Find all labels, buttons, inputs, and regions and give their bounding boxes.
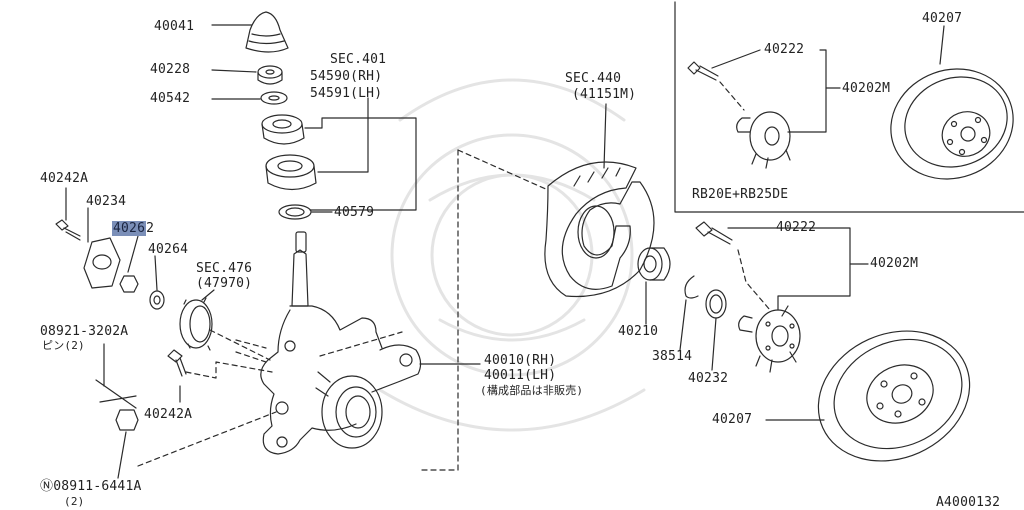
part-pin [95, 379, 137, 409]
label-40222-inset[interactable]: 40222 [764, 42, 805, 57]
label-40542[interactable]: 40542 [150, 91, 191, 106]
label-40228[interactable]: 40228 [150, 62, 191, 77]
label-38514[interactable]: 38514 [652, 349, 693, 364]
label-40262-highlight: 4026 [112, 221, 147, 236]
part-40232-seal [705, 289, 727, 319]
label-40579[interactable]: 40579 [334, 205, 375, 220]
label-40210[interactable]: 40210 [618, 324, 659, 339]
part-outer-bearing [261, 114, 305, 145]
inset-bolt-40222 [687, 61, 719, 81]
label-40242a-bottom[interactable]: 40242A [144, 407, 193, 422]
part-40264-washer [149, 290, 165, 310]
part-08911-nut [115, 409, 139, 431]
part-40234-bracket [83, 237, 121, 289]
inset-hub-40202m [736, 111, 791, 169]
label-pin-qty: ピン(2) [42, 339, 85, 352]
inset-caption: RB20E+RB25DE [692, 187, 789, 202]
part-40242a-bolt-lower [167, 349, 187, 377]
part-38514-snap-ring [684, 275, 699, 299]
part-40202m-hub [738, 305, 801, 373]
part-40262-nut [119, 275, 139, 293]
label-jp-note: (構成部品は非販売) [480, 384, 584, 397]
part-40207-rotor [817, 330, 971, 462]
part-40228-nut [257, 65, 283, 85]
label-54591[interactable]: 54591(LH) [310, 86, 383, 101]
inset-rotor-40207 [890, 68, 1014, 180]
label-40264[interactable]: 40264 [148, 242, 189, 257]
label-sec401[interactable]: SEC.401 [330, 52, 387, 67]
part-40579-seal [278, 204, 312, 220]
label-40262[interactable]: 40262 [112, 221, 155, 236]
label-sec440[interactable]: SEC.440 [565, 71, 622, 86]
label-nut-part[interactable]: Ⓝ08911-6441A [40, 479, 142, 494]
label-pin-part[interactable]: 08921-3202A [40, 324, 129, 339]
inset-frame [674, 1, 1024, 213]
part-40210-bearing [637, 247, 671, 281]
label-40011[interactable]: 40011(LH) [484, 368, 557, 383]
label-47970[interactable]: (47970) [196, 276, 253, 291]
label-40207-main[interactable]: 40207 [712, 412, 753, 427]
part-sec440-backing-plate [544, 161, 655, 298]
label-40202m-inset[interactable]: 40202M [842, 81, 891, 96]
diagram-code: A4000132 [936, 495, 1001, 510]
part-40242a-bolt [55, 219, 81, 241]
label-40234[interactable]: 40234 [86, 194, 127, 209]
label-40202m-main[interactable]: 40202M [870, 256, 919, 271]
label-40262-tail: 2 [146, 221, 155, 236]
label-40232[interactable]: 40232 [688, 371, 729, 386]
part-40222-bolt [695, 221, 733, 245]
part-40041-boot [245, 11, 289, 53]
watermark-crest [378, 78, 646, 432]
label-54590[interactable]: 54590(RH) [310, 69, 383, 84]
label-40207-inset[interactable]: 40207 [922, 11, 963, 26]
label-40222-main[interactable]: 40222 [776, 220, 817, 235]
part-inner-bearing [265, 154, 317, 191]
part-knuckle [260, 231, 422, 455]
label-40242a-top[interactable]: 40242A [40, 171, 89, 186]
label-nut-qty: (2) [64, 495, 85, 508]
label-40041[interactable]: 40041 [154, 19, 195, 34]
label-40010[interactable]: 40010(RH) [484, 353, 557, 368]
guide-lines-left [137, 149, 549, 471]
part-40542-washer [260, 91, 288, 105]
label-sec476[interactable]: SEC.476 [196, 261, 253, 276]
label-41151m[interactable]: (41151M) [572, 87, 637, 102]
part-sec476-ring [179, 297, 213, 351]
